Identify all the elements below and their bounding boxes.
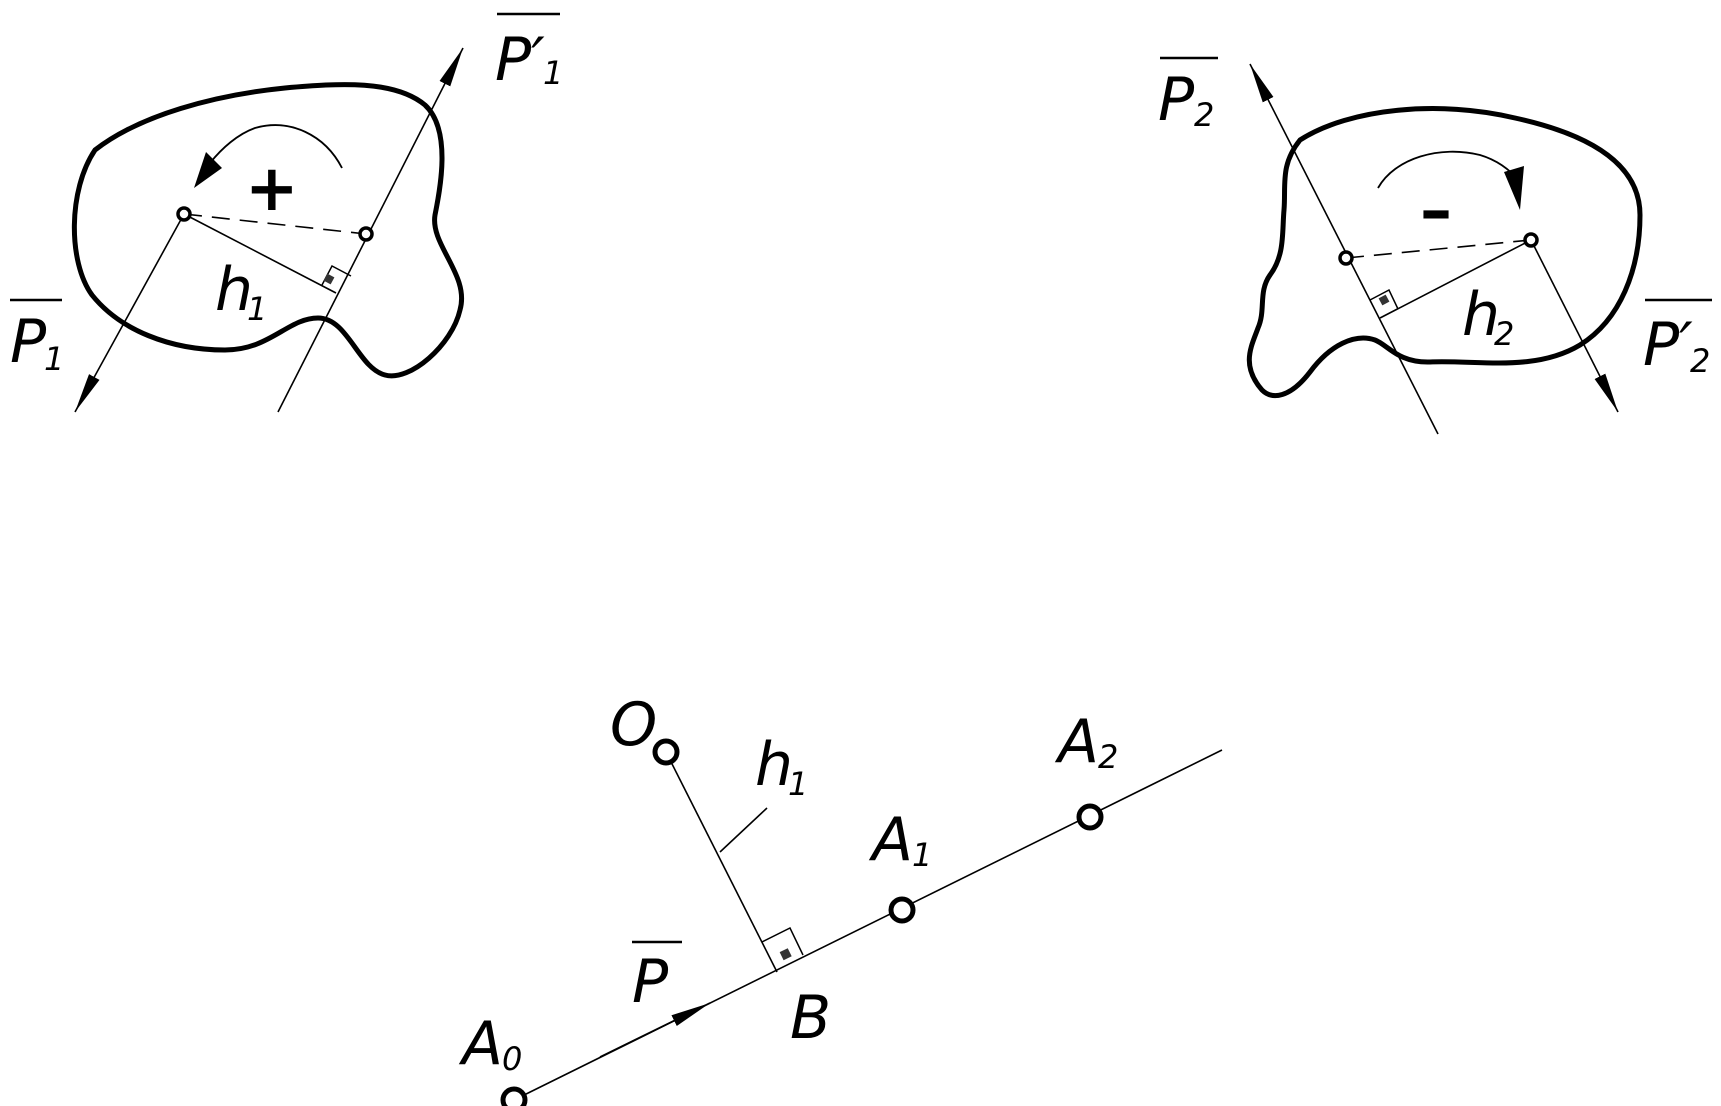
left-force-line (74, 213, 185, 413)
bottom-figure: O h 1 P B A 0 A 1 A 2 (458, 690, 1223, 1106)
bottom-force-arrow (599, 1002, 711, 1058)
bottom-right-angle-dot (779, 948, 792, 961)
right-pivot-point (1338, 250, 1354, 266)
left-force-point (358, 226, 374, 242)
point-a0-subscript: 0 (502, 1040, 522, 1078)
left-figure: + h 1 P 1 P′ 1 (10, 12, 563, 413)
right-right-angle-mark (1369, 288, 1399, 310)
bottom-arm-line (665, 751, 778, 973)
left-sign: + (245, 152, 299, 226)
right-force-line (1249, 63, 1439, 435)
right-force-label: P (1158, 65, 1195, 135)
point-a1-label: A (868, 805, 913, 875)
right-arm-label: h (1462, 280, 1500, 350)
bottom-right-angle-mark (761, 926, 804, 956)
left-right-angle-dot (323, 273, 335, 285)
right-rotation-arrowhead (1504, 166, 1524, 210)
right-body-outline (1246, 106, 1643, 399)
left-reaction-label: P′ (495, 25, 545, 95)
left-arm-label: h (215, 255, 253, 325)
bottom-force-label: P (632, 947, 669, 1017)
right-dashed-line (1345, 239, 1532, 259)
left-pivot-point (176, 206, 192, 222)
point-o (652, 738, 680, 766)
left-arm-line (183, 213, 337, 294)
right-figure: – h 2 P 2 P′ 2 (1158, 56, 1712, 435)
bottom-arm-label: h (755, 730, 793, 800)
point-a0 (500, 1086, 528, 1106)
left-reaction-subscript: 1 (543, 54, 563, 92)
right-force-point (1523, 232, 1539, 248)
right-sign: – (1420, 174, 1452, 248)
point-a1 (888, 896, 916, 924)
right-force-subscript: 2 (1194, 96, 1214, 134)
left-dashed-line (183, 213, 367, 235)
right-reaction-label: P′ (1643, 310, 1693, 380)
right-arm-line (1379, 239, 1532, 319)
point-a0-label: A (458, 1009, 503, 1079)
right-reaction-subscript: 2 (1690, 342, 1710, 380)
point-a2-label: A (1054, 707, 1099, 777)
left-rotation-arrowhead (194, 152, 222, 188)
bottom-arm-leader (719, 807, 768, 853)
point-a2 (1076, 803, 1104, 831)
point-a2-subscript: 2 (1098, 738, 1118, 776)
left-rotation-arrow (209, 124, 343, 169)
point-a1-subscript: 1 (912, 836, 932, 874)
left-force-subscript: 1 (44, 340, 64, 378)
right-reaction-line (1530, 239, 1619, 413)
left-arm-subscript: 1 (247, 290, 267, 328)
bottom-arm-subscript: 1 (788, 765, 808, 803)
left-body-outline (71, 82, 465, 379)
point-o-label: O (610, 690, 657, 760)
left-force-label: P (10, 307, 47, 377)
right-right-angle-dot (1378, 294, 1390, 306)
right-arm-subscript: 2 (1494, 315, 1514, 353)
point-b-label: B (790, 983, 831, 1053)
